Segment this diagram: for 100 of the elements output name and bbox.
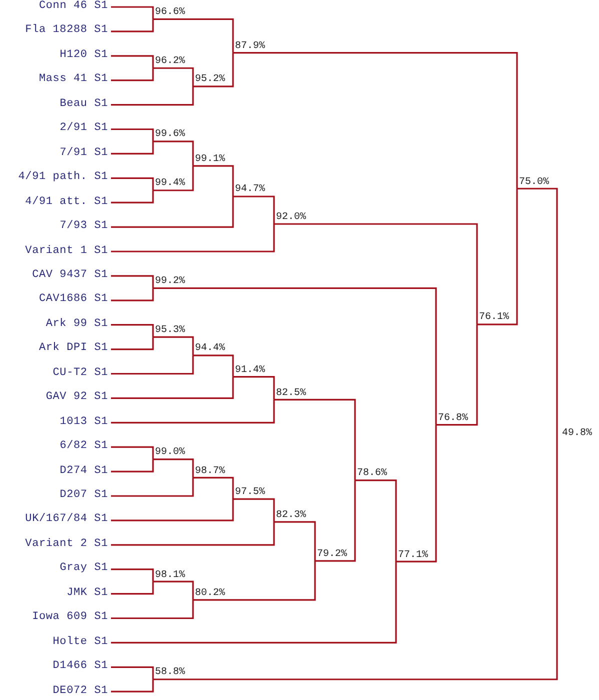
tree-branch [193,52,234,88]
tree-branch [193,560,316,601]
strain-label: D1466 S1 [52,660,108,674]
tree-branch [153,287,437,425]
similarity-value: 76.1% [479,312,510,324]
strain-label: CU-T2 S1 [52,366,108,380]
strain-label: 4/91 path. S1 [18,171,108,184]
similarity-value: 99.2% [155,276,186,288]
tree-branch [111,196,234,228]
tree-branch [111,568,154,582]
tree-branch [153,434,558,680]
tree-branch [233,498,275,522]
similarity-value: 82.5% [276,388,306,399]
similarity-value: 99.4% [155,178,186,190]
strain-label: Fla 18288 S1 [25,24,108,38]
similarity-value: 82.3% [276,510,306,521]
tree-branch [111,288,154,302]
tree-branch [111,324,154,338]
tree-branch [193,476,234,500]
tree-branch [111,128,154,142]
tree-branch [111,522,275,546]
tree-branch [153,140,194,166]
tree-branch [315,480,356,562]
tree-branch [111,55,154,68]
tree-branch [517,188,558,434]
strain-label: JMK S1 [66,586,108,600]
similarity-value: 75.0% [519,176,550,188]
strain-label: 1013 S1 [60,416,108,429]
strain-label: Ark DPI S1 [38,342,108,356]
tree-branch [436,324,478,426]
strain-label: Conn 46 S1 [38,0,108,13]
similarity-value: 91.4% [235,364,266,376]
tree-branch [111,679,154,692]
tree-branch [111,600,194,620]
similarity-value: 99.1% [195,154,226,165]
strain-label: Mass 41 S1 [38,73,108,86]
tree-branch [274,223,478,324]
tree-branch [111,478,194,497]
tree-branch [111,141,154,154]
tree-branch [111,68,154,82]
tree-branch [111,86,194,106]
strain-label: CAV 9437 S1 [32,268,108,282]
strain-label: H120 S1 [60,48,108,62]
similarity-value: 94.7% [235,184,266,196]
tree-branch [153,458,194,478]
similarity-value: 92.0% [276,212,306,223]
similarity-value: 49.8% [562,428,592,439]
tree-branch [111,19,154,32]
strain-label: 7/93 S1 [60,220,108,234]
strain-label: GAV 92 S1 [46,391,108,404]
tree-branch [111,177,154,190]
strain-label: 7/91 S1 [60,146,108,160]
strain-label: DE072 S1 [52,684,108,698]
tree-branch [153,336,194,356]
strain-label: UK/167/84 S1 [25,513,108,526]
tree-branch [111,275,154,288]
similarity-value: 95.2% [195,74,226,86]
strain-label: Iowa 609 S1 [32,611,108,624]
tree-branch [233,52,518,189]
tree-branch [111,666,154,680]
tree-branch [111,6,154,20]
similarity-value: 80.2% [195,588,226,599]
tree-branch [111,459,154,472]
tree-branch [153,580,194,600]
tree-branch [111,337,154,350]
similarity-value: 99.0% [155,447,186,458]
tree-branch [477,188,518,326]
tree-branch [193,354,234,377]
similarity-value: 95.3% [155,325,186,336]
similarity-value: 99.6% [155,129,186,140]
tree-branch [193,165,234,196]
similarity-value: 98.1% [155,570,186,581]
tree-branch [396,424,437,562]
similarity-value: 79.2% [317,548,348,560]
strain-label: Gray S1 [60,562,108,576]
tree-branch [111,446,154,460]
strain-label: D207 S1 [60,489,108,502]
similarity-value: 58.8% [155,667,186,678]
tree-branch [111,562,397,644]
tree-branch [233,376,275,400]
tree-branch [111,499,234,522]
tree-branch [274,521,316,561]
tree-branch [111,582,154,595]
tree-branch [355,480,397,562]
tree-branch [111,400,275,424]
similarity-value: 94.4% [195,343,226,354]
strain-label: 2/91 S1 [60,122,108,136]
strain-label: Ark 99 S1 [46,318,108,331]
tree-branch [153,166,194,192]
strain-label: Beau S1 [60,98,108,111]
tree-branch [233,196,275,224]
tree-branch [153,67,194,86]
tree-branch [274,398,356,480]
strain-label: 4/91 att. S1 [25,196,108,209]
tree-branch [111,376,234,399]
tree-branch [153,18,234,53]
similarity-value: 77.1% [398,550,428,561]
tree-branch [111,224,275,252]
similarity-value: 96.2% [155,56,186,68]
similarity-value: 96.6% [155,7,186,18]
